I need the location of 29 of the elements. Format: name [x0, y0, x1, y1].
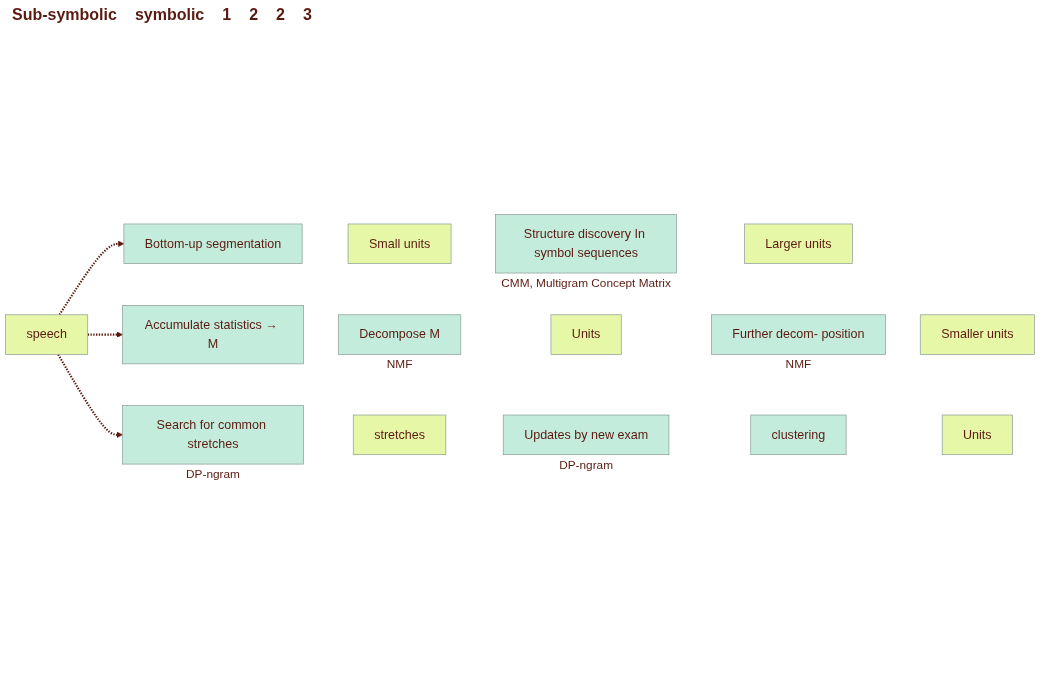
node-box: Small units — [347, 223, 452, 265]
method-note: DP-ngram — [186, 467, 240, 482]
method-note: CMM, Multigram Concept Matrix — [501, 276, 671, 291]
node-box: Search for common stretches — [122, 405, 304, 465]
node-box: Bottom-up segmentation — [123, 223, 303, 265]
node-box: Further decom- position — [711, 314, 886, 356]
node-box: Units — [941, 414, 1013, 456]
method-note: NMF — [785, 357, 812, 372]
node-box: stretches — [352, 414, 447, 456]
arrow — [87, 331, 123, 338]
node-box: speech — [5, 314, 89, 356]
note-label: 2 — [276, 6, 285, 24]
note-label: 3 — [303, 6, 312, 24]
node-box: Structure discovery In symbol sequences — [495, 214, 677, 274]
node-box: Smaller units — [919, 314, 1035, 356]
node-box: Updates by new exam — [502, 414, 670, 456]
arrow — [57, 354, 123, 439]
note-label: 2 — [249, 6, 259, 24]
node-box: Decompose M — [337, 314, 462, 356]
note-label: 1 — [222, 6, 232, 24]
arrow — [58, 240, 125, 316]
node-box: Accumulate statistics → M — [122, 305, 304, 365]
note-label: Sub-symbolic — [12, 6, 117, 24]
method-note: DP-ngram — [559, 457, 614, 472]
node-box: Larger units — [744, 223, 853, 265]
node-box: clustering — [750, 414, 847, 456]
method-note: NMF — [386, 357, 413, 372]
node-box: Units — [550, 314, 622, 356]
note-label: symbolic — [134, 6, 205, 24]
